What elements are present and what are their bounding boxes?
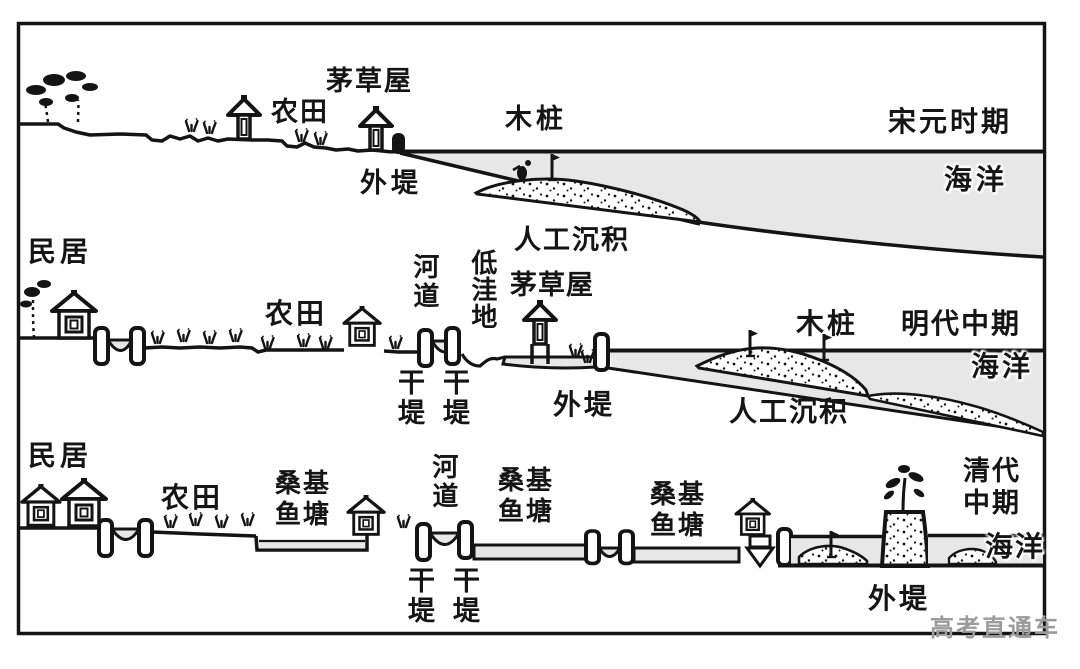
section-song-yuan xyxy=(20,71,1044,259)
dike-post xyxy=(137,518,154,558)
sediment-mound xyxy=(865,392,1045,438)
period-label-song-yuan: 宋元时期 xyxy=(888,107,1013,138)
fish-pond-water xyxy=(259,540,365,549)
dike-post xyxy=(93,326,110,366)
dike-post xyxy=(584,529,601,566)
period-label-qing-mid: 清代中期 xyxy=(963,456,1021,519)
period-label-ming-mid: 明代中期 xyxy=(901,309,1022,340)
sea-label: 海洋 xyxy=(985,532,1046,563)
dry-dike-post xyxy=(415,522,432,562)
seabed-line xyxy=(607,366,1044,435)
sediment-mound xyxy=(473,177,703,224)
tree-icon xyxy=(20,280,51,339)
dry-dike-post xyxy=(457,520,474,560)
terrain-line xyxy=(151,530,257,538)
label-outer-dike: 外堤 xyxy=(868,584,931,615)
label-farmland: 农田 xyxy=(265,299,328,330)
section-ming-mid xyxy=(20,280,1045,438)
label-dry-dike: 干堤 xyxy=(404,566,435,626)
label-thatched-hut: 茅草屋 xyxy=(510,270,594,300)
outer-dike-block xyxy=(879,510,931,568)
label-artificial-sediment: 人工沉积 xyxy=(729,397,850,428)
label-residence: 民居 xyxy=(28,237,93,268)
label-farmland: 农田 xyxy=(161,483,224,514)
label-residence: 民居 xyxy=(28,441,93,472)
label-dry-dike: 干堤 xyxy=(394,368,425,428)
sluice-gate-icon xyxy=(744,546,776,569)
label-mulberry-fish-pond: 桑基鱼塘 xyxy=(498,466,555,527)
fish-pond-outline xyxy=(254,532,369,552)
label-outer-dike: 外堤 xyxy=(360,168,422,198)
terrain-line xyxy=(20,122,393,154)
plant-icon xyxy=(883,465,925,511)
label-dry-dike: 干堤 xyxy=(439,368,470,428)
label-outer-dike: 外堤 xyxy=(553,390,616,421)
dry-dike-post xyxy=(444,326,461,366)
sediment-mound xyxy=(694,346,871,398)
outer-dike-post xyxy=(593,332,610,372)
dike-post xyxy=(776,527,793,567)
fish-pond-water xyxy=(472,543,589,561)
label-farmland: 农田 xyxy=(271,97,329,127)
terrain-line xyxy=(143,345,344,354)
label-thatched-hut: 茅草屋 xyxy=(326,66,413,96)
dike-post xyxy=(129,326,146,366)
sea-label: 海洋 xyxy=(944,165,1009,196)
dike-post xyxy=(97,518,114,558)
watermark: 高考直通车 xyxy=(930,616,1060,642)
label-artificial-sediment: 人工沉积 xyxy=(514,225,630,255)
sediment-mound xyxy=(797,544,869,566)
label-low-lying-land: 低洼地 xyxy=(467,249,497,330)
tree-icon xyxy=(26,71,98,123)
sluice-box xyxy=(748,534,772,549)
label-river-channel: 河道 xyxy=(428,453,458,511)
label-mulberry-fish-pond: 桑基鱼塘 xyxy=(650,480,707,541)
label-dry-dike: 干堤 xyxy=(449,566,480,626)
dike-post xyxy=(618,529,635,566)
dry-dike-post xyxy=(417,328,434,368)
label-mulberry-fish-pond: 桑基鱼塘 xyxy=(275,469,332,530)
low-lying-dip xyxy=(460,353,506,368)
label-river-channel: 河道 xyxy=(409,253,439,311)
label-wooden-piles: 木桩 xyxy=(796,309,859,340)
label-wooden-piles: 木桩 xyxy=(505,104,567,134)
sea-label: 海洋 xyxy=(971,352,1034,383)
wooden-piles-icon xyxy=(512,152,562,182)
seabed-line xyxy=(697,220,1044,259)
section-qing-mid xyxy=(20,465,1043,569)
sediment-mound xyxy=(947,547,998,566)
outer-dike-post xyxy=(392,133,405,154)
fish-pond-water xyxy=(632,546,741,564)
